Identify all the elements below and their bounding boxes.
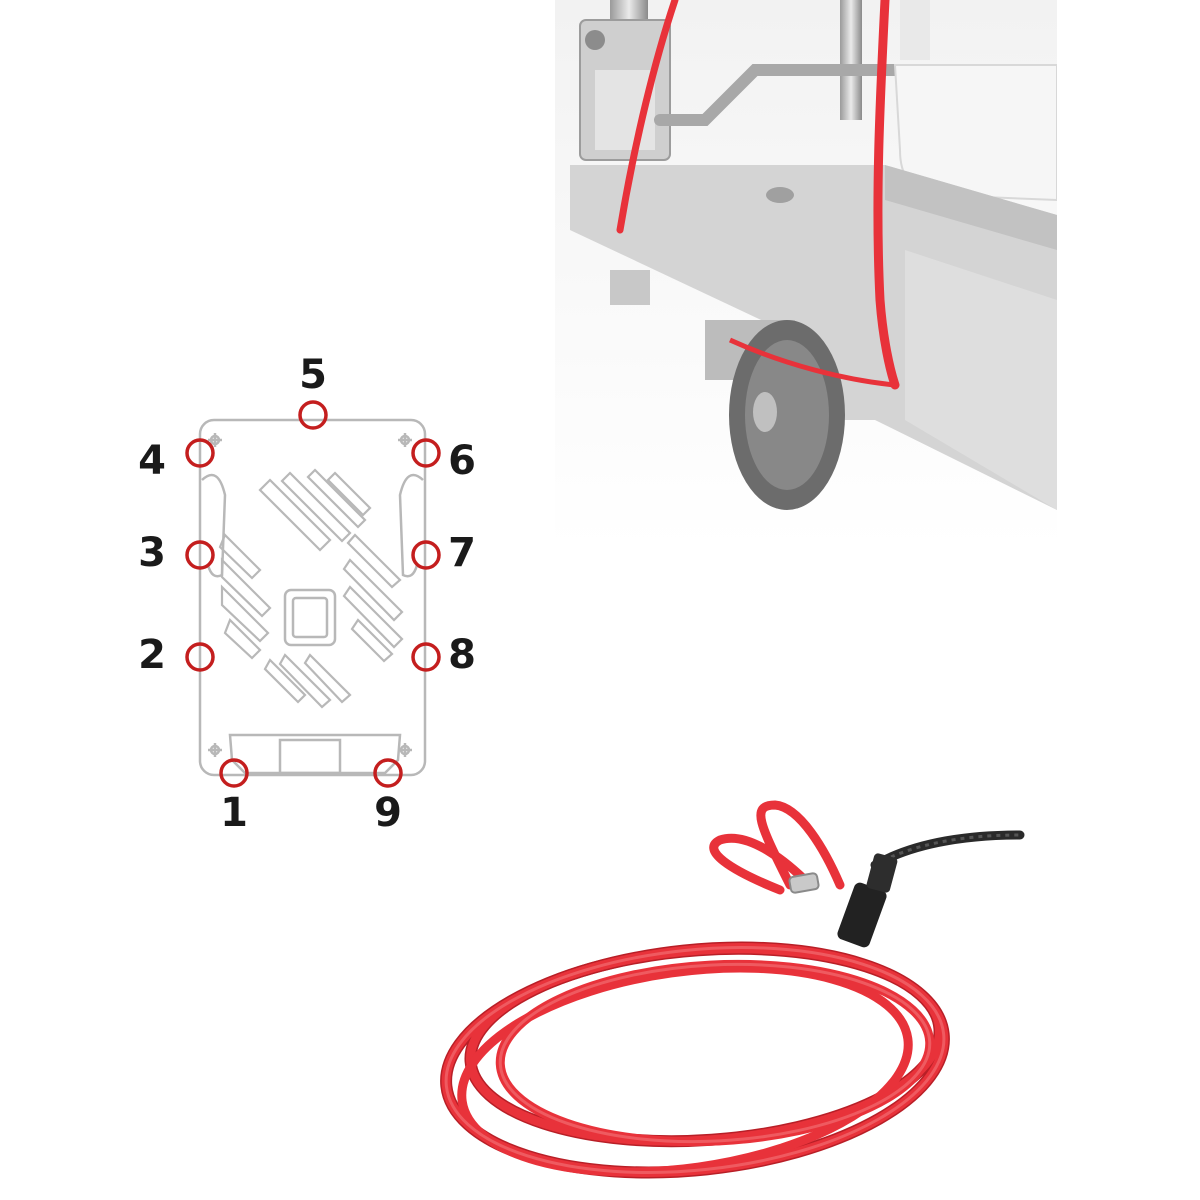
anchor-label-4: 4 (138, 438, 166, 484)
anchor-ring-8 (411, 642, 441, 672)
anchor-ring-6 (411, 438, 441, 468)
anchor-label-5: 5 (299, 355, 327, 398)
anchor-label-2: 2 (138, 632, 166, 678)
platform-anchor-diagram: 1 2 3 4 5 6 7 8 9 (138, 355, 476, 836)
trolley-corner-photo (555, 0, 1057, 548)
anchor-ring-2 (185, 642, 215, 672)
anchor-ring-1 (219, 758, 249, 788)
anchor-ring-7 (411, 540, 441, 570)
anchor-label-1: 1 (220, 790, 248, 836)
platform-outline (198, 418, 427, 777)
anchor-rings (185, 400, 441, 788)
coiled-cord-photo (440, 800, 1025, 1179)
anchor-ring-3 (185, 540, 215, 570)
anchor-ring-4 (185, 438, 215, 468)
anchor-label-3: 3 (138, 530, 166, 576)
anchor-ring-9 (373, 758, 403, 788)
anchor-ring-5 (298, 400, 328, 430)
anchor-label-8: 8 (448, 632, 476, 678)
anchor-label-7: 7 (448, 530, 476, 576)
anchor-label-6: 6 (448, 438, 476, 484)
anchor-label-9: 9 (374, 790, 402, 836)
